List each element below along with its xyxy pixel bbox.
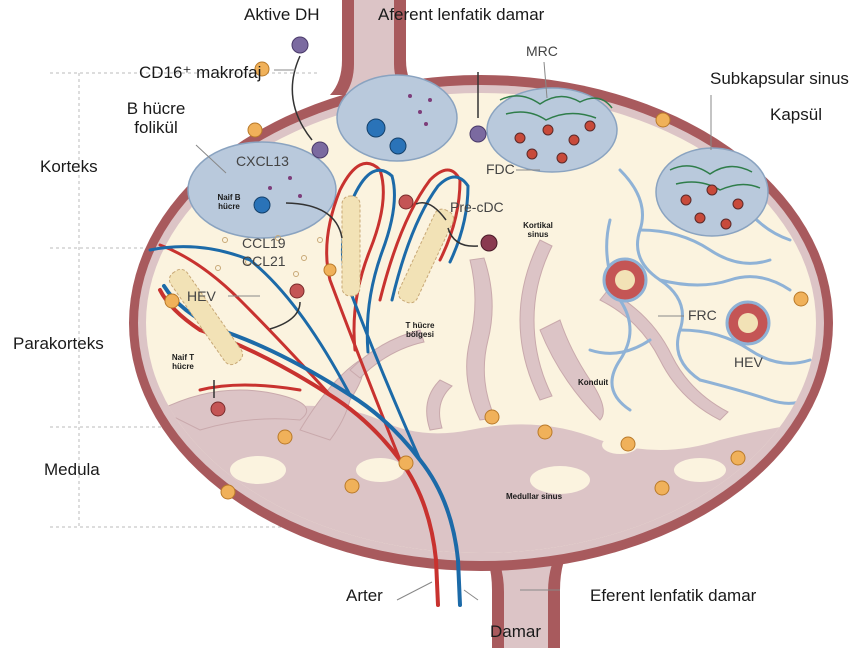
label-cortex: Korteks [40, 158, 98, 177]
label-frc: FRC [688, 308, 717, 323]
label-naive-t-line2: hücre [158, 363, 208, 372]
label-t-zone: T hücre bölgesi [390, 322, 450, 340]
label-medulla: Medula [44, 461, 100, 480]
label-t-zone-line2: bölgesi [390, 331, 450, 340]
label-fdc: FDC [486, 162, 515, 177]
label-cortical-sinus: Kortikal sinus [508, 222, 568, 240]
label-pre-cdc: Pre-cDC [450, 200, 504, 215]
label-efferent: Eferent lenfatik damar [590, 587, 756, 606]
label-ccl21: CCL21 [242, 254, 286, 269]
label-mrc: MRC [526, 44, 558, 59]
label-artery: Arter [346, 587, 383, 606]
label-hev-left: HEV [187, 289, 216, 304]
label-cxcl13: CXCL13 [236, 154, 289, 169]
label-b-cell-follicle-line1: B hücre [116, 100, 196, 119]
label-naive-t: Naif T hücre [158, 354, 208, 372]
label-conduit: Konduit [578, 379, 608, 388]
label-cd16-macrophage: CD16⁺ makrofaj [139, 64, 261, 83]
label-naive-b-line2: hücre [209, 203, 249, 212]
label-aktive-dh: Aktive DH [244, 6, 320, 25]
label-capsule: Kapsül [770, 106, 822, 125]
label-cortical-sinus-line2: sinus [508, 231, 568, 240]
pre-cdc-cell [481, 235, 497, 251]
label-afferent: Aferent lenfatik damar [378, 6, 544, 25]
label-ccl19: CCL19 [242, 236, 286, 251]
naive-b-cell [254, 197, 270, 213]
label-hev-right: HEV [734, 355, 763, 370]
label-naive-b: Naif B hücre [209, 194, 249, 212]
label-vein: Damar [490, 623, 541, 642]
label-b-cell-follicle-line2: folikül [116, 119, 196, 138]
label-b-cell-follicle: B hücre folikül [116, 100, 196, 137]
label-subcapsular-sinus: Subkapsular sinus [710, 70, 849, 89]
label-paracortex: Parakorteks [13, 335, 104, 354]
label-medullary-sinus: Medullar sinus [506, 493, 562, 502]
